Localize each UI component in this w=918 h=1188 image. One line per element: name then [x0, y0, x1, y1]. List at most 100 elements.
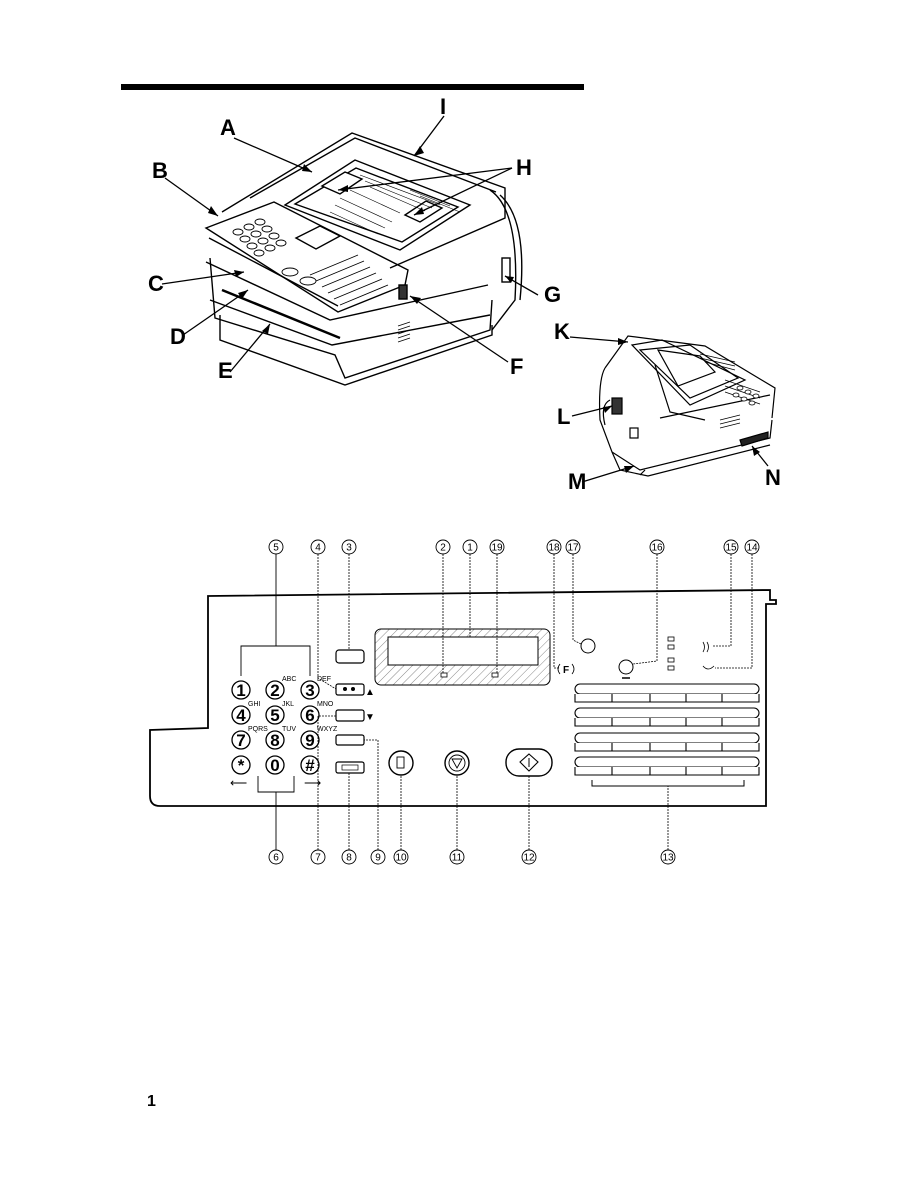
- panel-number-5: 5: [273, 543, 279, 554]
- button-16[interactable]: [618, 659, 634, 675]
- arrow-up-icon: ▲: [365, 687, 375, 698]
- panel-number-11: 11: [452, 853, 463, 864]
- callout-label-k: K: [554, 319, 570, 344]
- function-button-7[interactable]: [335, 709, 365, 722]
- panel-number-15: 15: [725, 543, 737, 554]
- button-17[interactable]: [580, 638, 596, 654]
- keypad-key-label: 1: [236, 681, 245, 700]
- panel-number-4: 4: [315, 543, 321, 554]
- lcd-display-screen: [387, 636, 539, 666]
- keypad-key-label: 3: [305, 681, 314, 700]
- panel-leader-lines: [317, 554, 753, 850]
- panel-number-18: 18: [548, 543, 560, 554]
- panel-number-circle-6: [268, 849, 284, 865]
- panel-number-circle-7: [310, 849, 326, 865]
- keypad-key-4[interactable]: [231, 705, 251, 725]
- panel-number-13: 13: [662, 853, 674, 864]
- panel-number-circle-15: [723, 539, 739, 555]
- callout-label-b: B: [152, 158, 168, 183]
- panel-number-8: 8: [346, 853, 352, 864]
- panel-number-17: 17: [567, 543, 579, 554]
- button-8-icon: [341, 764, 359, 771]
- panel-number-circle-14: [744, 539, 760, 555]
- stop-icon: [451, 758, 463, 769]
- keypad-key-star[interactable]: [231, 755, 251, 775]
- start-icon: [519, 753, 539, 772]
- keypad-key-letters: GHI: [248, 701, 261, 708]
- f-key-bracket: [557, 663, 575, 675]
- callout-arrowheads: [208, 146, 514, 334]
- panel-number-circle-4: [310, 539, 326, 555]
- panel-number-circle-17: [565, 539, 581, 555]
- function-button-9[interactable]: [335, 734, 365, 746]
- one-touch-keys[interactable]: [574, 683, 760, 776]
- keypad-key-letters: TUV: [282, 726, 296, 733]
- handset-icon: [702, 665, 715, 670]
- arrow-left-icon: ⟵: [230, 776, 247, 790]
- callout-label-m: M: [568, 469, 586, 494]
- page-number: 1: [147, 1093, 156, 1110]
- lcd-indicator-right: [491, 672, 499, 678]
- callout-label-d: D: [170, 324, 186, 349]
- panel-number-7: 7: [315, 853, 321, 864]
- panel-number-19: 19: [491, 543, 503, 554]
- control-panel-outline: [149, 589, 777, 807]
- keypad-key-2[interactable]: [265, 680, 285, 700]
- copy-icon: [396, 756, 405, 769]
- keypad-key-label: #: [305, 756, 315, 775]
- keypad-key-label: 0: [270, 756, 279, 775]
- keypad-bottom-bracket: [257, 776, 295, 793]
- rear-callout-arrowheads: [603, 338, 760, 473]
- panel-number-1: 1: [467, 543, 473, 554]
- fax-rear-view: [598, 335, 776, 477]
- keypad-key-letters: ABC: [282, 676, 296, 683]
- panel-number-circle-19: [489, 539, 505, 555]
- keypad-key-hash[interactable]: [300, 755, 320, 775]
- keypad-key-9[interactable]: [300, 730, 320, 750]
- panel-number-10: 10: [395, 853, 407, 864]
- panel-number-circle-8: [341, 849, 357, 865]
- keypad-key-label: *: [238, 756, 245, 775]
- keypad-key-8[interactable]: [265, 730, 285, 750]
- button-4-indicator-icon-2: [351, 687, 355, 691]
- panel-number-circle-16: [649, 539, 665, 555]
- keypad-key-7[interactable]: [231, 730, 251, 750]
- panel-number-circle-12: [521, 849, 537, 865]
- keypad-key-3[interactable]: [300, 680, 320, 700]
- panel-number-14: 14: [746, 543, 758, 554]
- panel-number-circle-5: [268, 539, 284, 555]
- status-leds: [667, 636, 675, 671]
- panel-number-12: 12: [523, 853, 535, 864]
- callout-label-a: A: [220, 115, 236, 140]
- panel-number-circle-10: [393, 849, 409, 865]
- function-button-4[interactable]: [335, 683, 365, 696]
- arrow-right-icon: ⟶: [304, 776, 321, 790]
- callout-leaders: [161, 115, 539, 373]
- panel-number-circle-18: [546, 539, 562, 555]
- callout-label-n: N: [765, 465, 781, 490]
- panel-number-circle-2: [435, 539, 451, 555]
- f-key[interactable]: F: [563, 665, 569, 676]
- keypad-key-label: 6: [305, 706, 314, 725]
- callout-label-f: F: [510, 354, 523, 379]
- function-button-3[interactable]: [335, 649, 365, 664]
- keypad-key-6[interactable]: [300, 705, 320, 725]
- panel-number-circle-11: [449, 849, 465, 865]
- callout-label-c: C: [148, 271, 164, 296]
- keypad-top-bracket: [240, 645, 311, 676]
- keypad-key-5[interactable]: [265, 705, 285, 725]
- lcd-indicator-left: [440, 672, 448, 678]
- fax-keypad-detail: [232, 218, 389, 306]
- callout-label-i: I: [440, 94, 446, 119]
- keypad-key-label: 9: [305, 731, 314, 750]
- callout-label-e: E: [218, 358, 233, 383]
- keypad-key-0[interactable]: [265, 755, 285, 775]
- keypad-key-label: 2: [270, 681, 279, 700]
- keypad-key-label: 5: [270, 706, 279, 725]
- keypad-key-1[interactable]: [231, 680, 251, 700]
- fax-front-view: [204, 132, 523, 386]
- keypad-key-label: 7: [236, 731, 245, 750]
- line-icon: [702, 641, 709, 653]
